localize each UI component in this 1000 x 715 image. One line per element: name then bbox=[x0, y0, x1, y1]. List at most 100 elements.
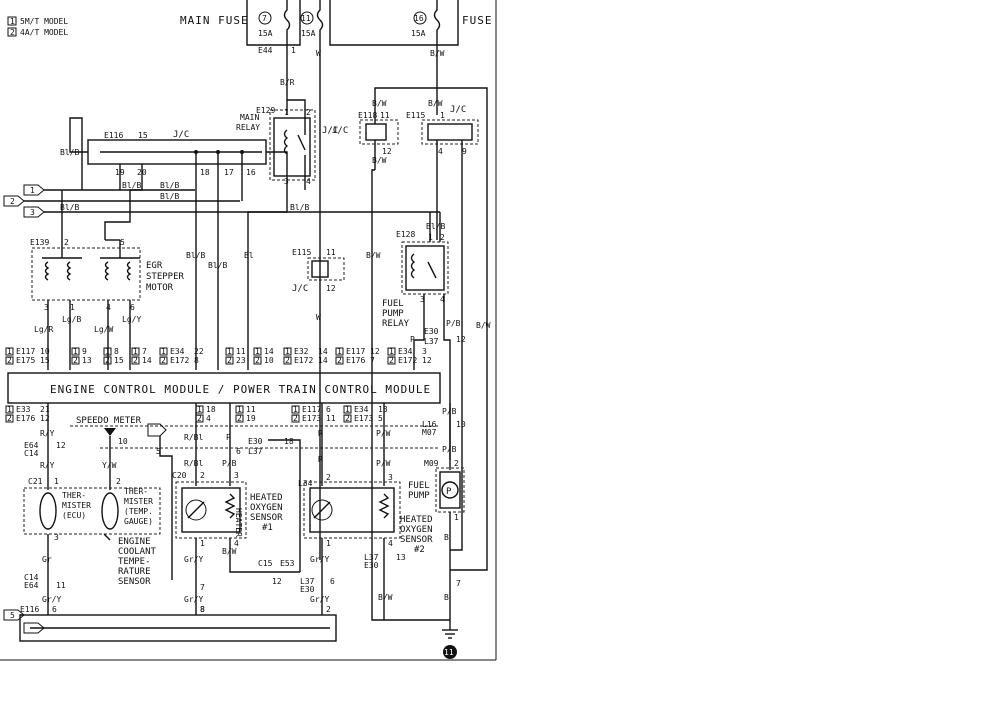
fuse-label: FUSE bbox=[462, 14, 493, 27]
c20-pin-3: 3 bbox=[234, 471, 239, 480]
wire-p-e30: P bbox=[410, 335, 415, 344]
l34-label: L34 bbox=[298, 479, 313, 488]
model-num-2: 2 bbox=[237, 414, 242, 423]
therm-gauge-2: MISTER bbox=[124, 497, 153, 506]
fuse-7-element bbox=[283, 0, 291, 70]
wire-p-top: P bbox=[226, 433, 231, 442]
gry-pin-7b: 7 bbox=[456, 579, 461, 588]
wire-pb-low: P/B bbox=[442, 445, 457, 454]
model-box-1 bbox=[343, 405, 352, 414]
pin-num-2: 10 bbox=[264, 356, 274, 365]
wire-rbl-bot: R/Bl bbox=[184, 459, 203, 468]
model-num-1: 1 bbox=[345, 405, 350, 414]
connector-id-1: E34 bbox=[170, 347, 185, 356]
egr-label-2: STEPPER bbox=[146, 272, 185, 282]
model-num-2: 2 bbox=[73, 356, 78, 365]
e139-pin-2: 2 bbox=[64, 238, 69, 247]
e53-label: E53 bbox=[280, 559, 295, 568]
l37-pin-6: 6 bbox=[330, 577, 335, 586]
heated-oxygen-sensor-2: L34 2 3 HEATED OXYGEN SENSOR #2 1 4 bbox=[298, 473, 433, 555]
pin-num-1: 13 bbox=[378, 405, 388, 414]
e30-label-c: E30 bbox=[300, 585, 315, 594]
wire-pb-top: P/B bbox=[446, 319, 461, 328]
fuse-16-num: 16 bbox=[414, 14, 424, 23]
model-num-2: 2 bbox=[133, 356, 138, 365]
model-num-1: 1 bbox=[293, 405, 298, 414]
wire-w-label-top: W bbox=[316, 49, 321, 58]
e30-label-a: E30 bbox=[424, 327, 439, 336]
e30-label-b: E30 bbox=[248, 437, 263, 446]
wire-gry-5: Gr/Y bbox=[310, 595, 329, 604]
e115-mid-label: E115 bbox=[292, 248, 311, 257]
e139-pin-5: 5 bbox=[120, 238, 125, 247]
connector-id-2: E176 bbox=[16, 414, 35, 423]
fuse-7-num: 7 bbox=[262, 14, 267, 23]
m09-label: M09 bbox=[424, 459, 439, 468]
pin-num-2: 8 bbox=[194, 356, 199, 365]
ect-label-4: RATURE bbox=[118, 567, 151, 577]
fuse-box: FUSE 11 15A 16 15A bbox=[300, 0, 493, 88]
model-num-1: 1 bbox=[197, 405, 202, 414]
c20-pin-4: 4 bbox=[234, 539, 239, 548]
fuse-11-num: 11 bbox=[301, 14, 311, 23]
wire-blb-5: Bl/B bbox=[122, 181, 141, 190]
wire-bw-label-right: B/W bbox=[476, 321, 491, 330]
connector-id-1: E32 bbox=[294, 347, 309, 356]
wire-r-top: R bbox=[318, 429, 323, 438]
e64-label: E64 bbox=[24, 441, 39, 450]
pin-num-1: 11 bbox=[246, 405, 256, 414]
e44-pin: 1 bbox=[291, 46, 296, 55]
e115-top-pin-9: 9 bbox=[462, 147, 467, 156]
legend-text-1: 5M/T MODEL bbox=[20, 17, 68, 26]
pin-num-1: 9 bbox=[82, 347, 87, 356]
therm-gauge-3: (TEMP. bbox=[124, 507, 153, 516]
wire-b-2: B bbox=[444, 593, 449, 602]
wire-w-label-mid: W bbox=[316, 313, 321, 322]
egr-label-3: MOTOR bbox=[146, 283, 174, 293]
l34-pin-1: 1 bbox=[326, 539, 331, 548]
model-num-2: 2 bbox=[389, 356, 394, 365]
connector-id-1: E34 bbox=[398, 347, 413, 356]
e116-bot-pin-8: 8 bbox=[200, 605, 205, 614]
pin-num-1: 7 bbox=[142, 347, 147, 356]
pin-num-2: 15 bbox=[40, 356, 50, 365]
e116-top-pin: 15 bbox=[138, 131, 148, 140]
model-box-2 bbox=[335, 356, 344, 365]
model-box-2 bbox=[235, 414, 244, 423]
fuel-pump-label-1: FUEL bbox=[408, 481, 430, 491]
side-marker-speedo bbox=[147, 423, 167, 437]
pin-num-2: 13 bbox=[82, 356, 92, 365]
legend-text-2: 4A/T MODEL bbox=[20, 28, 68, 37]
model-num-1: 1 bbox=[285, 347, 290, 356]
model-box-2 bbox=[343, 414, 352, 423]
hos2-label-3: SENSOR bbox=[400, 535, 433, 545]
pin-num-2: 4 bbox=[206, 414, 211, 423]
pin-num-2: 12 bbox=[422, 356, 432, 365]
model-box-2 bbox=[291, 414, 300, 423]
speedo-pin-6: 6 bbox=[236, 447, 241, 456]
e139-pin-1: 1 bbox=[70, 303, 75, 312]
e116-bot-pin-6: 6 bbox=[52, 605, 57, 614]
jc-label-e115-top: J/C bbox=[450, 105, 466, 115]
egr-label-1: EGR bbox=[146, 261, 163, 271]
model-num-1: 1 bbox=[7, 347, 12, 356]
m07-label: M07 bbox=[422, 428, 437, 437]
model-num-2: 2 bbox=[337, 356, 342, 365]
connector-id-2: E172 bbox=[398, 356, 417, 365]
e139-pin-6: 6 bbox=[130, 303, 135, 312]
wire-ry-top: R/Y bbox=[40, 429, 55, 438]
connector-id-1: E33 bbox=[16, 405, 31, 414]
wire-bl: Bl bbox=[244, 251, 254, 260]
e139-label: E139 bbox=[30, 238, 49, 247]
wire-blb-1: Bl/B bbox=[160, 181, 179, 190]
wire-bw-label-e118: B/W bbox=[372, 99, 387, 108]
connector-id-2: E172 bbox=[170, 356, 189, 365]
pump-symbol: P bbox=[446, 487, 452, 497]
legend-num-2: 2 bbox=[10, 28, 15, 37]
